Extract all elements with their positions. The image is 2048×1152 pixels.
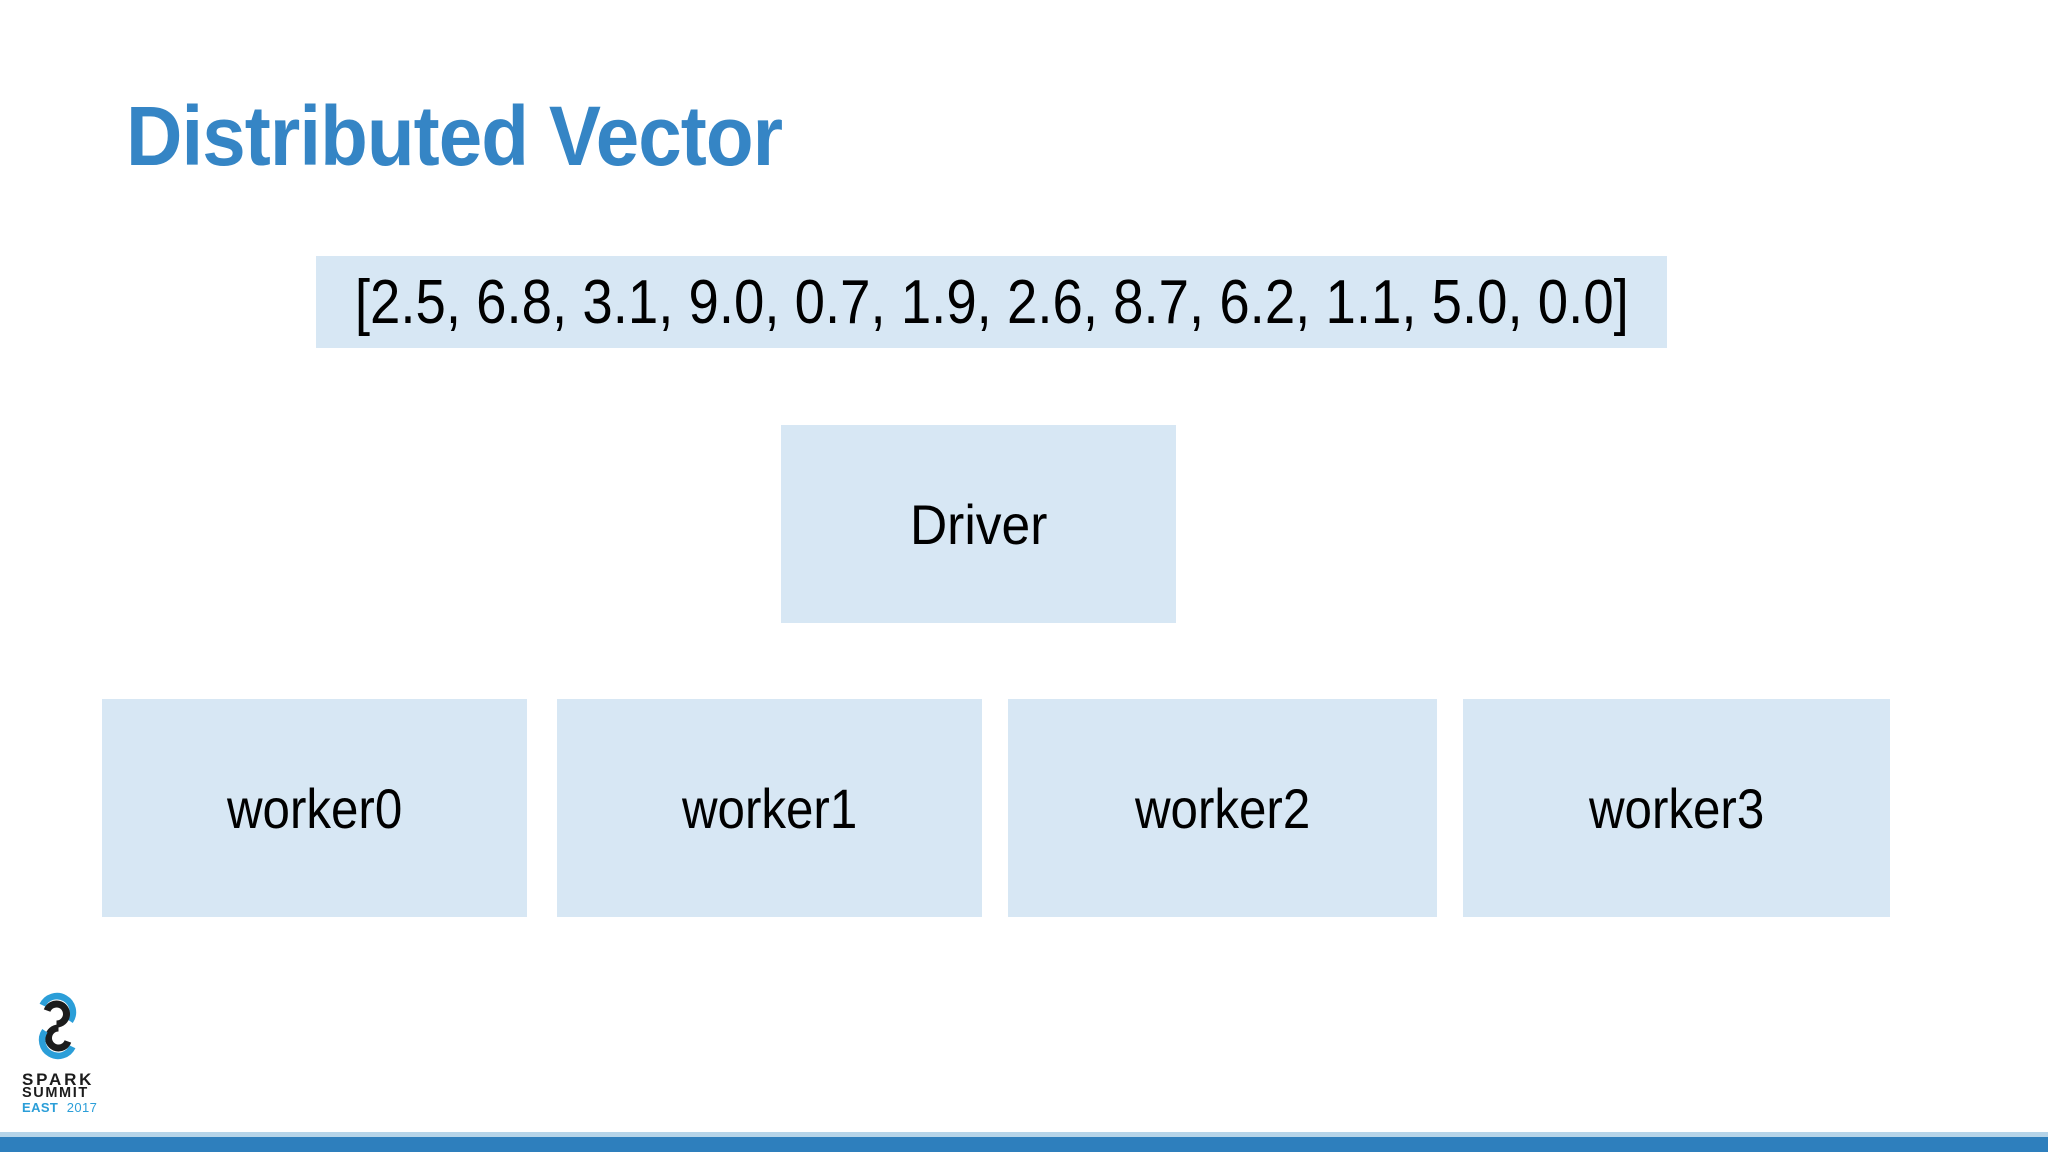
vector-value-strip: [2.5, 6.8, 3.1, 9.0, 0.7, 1.9, 2.6, 8.7,…: [316, 256, 1667, 348]
worker-box-2: worker2: [1008, 699, 1437, 917]
logo-east-text: EAST: [22, 1100, 58, 1115]
spark-summit-logo: SPARK SUMMIT EAST 2017: [20, 990, 102, 1140]
logo-summit-text: SUMMIT: [22, 1085, 89, 1101]
worker-label-3: worker3: [1588, 776, 1765, 840]
worker-label-2: worker2: [1134, 776, 1311, 840]
logo-year-text: 2017: [67, 1100, 98, 1115]
footer-accent-bar: [0, 1132, 2048, 1152]
page-title: Distributed Vector: [126, 88, 831, 185]
driver-box: Driver: [781, 425, 1176, 623]
worker-box-3: worker3: [1463, 699, 1890, 917]
driver-label: Driver: [909, 492, 1048, 556]
worker-box-0: worker0: [102, 699, 527, 917]
worker-label-0: worker0: [226, 776, 403, 840]
vector-values-text: [2.5, 6.8, 3.1, 9.0, 0.7, 1.9, 2.6, 8.7,…: [354, 267, 1629, 337]
page-title-text: Distributed Vector: [126, 89, 783, 183]
worker-label-1: worker1: [681, 776, 858, 840]
svg-text:EAST 2017: EAST 2017: [22, 1099, 97, 1116]
spark-summit-mark-icon: SPARK SUMMIT EAST 2017: [22, 992, 97, 1116]
logo-spark-text: SPARK: [22, 1070, 94, 1089]
worker-box-1: worker1: [557, 699, 982, 917]
